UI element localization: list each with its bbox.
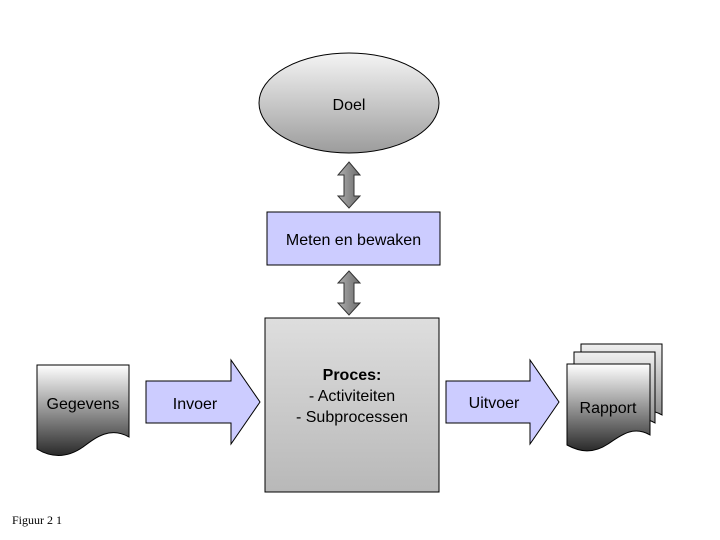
monitor-box: Meten en bewaken — [266, 211, 441, 266]
monitor-label: Meten en bewaken — [286, 232, 421, 249]
process-title: Proces: — [323, 367, 382, 384]
input-document-label: Gegevens — [47, 396, 120, 413]
process-subprocesses: - Subprocessen — [296, 409, 408, 426]
report-document-stack: Rapport — [566, 343, 663, 452]
report-page-front — [566, 363, 651, 452]
process-activities: - Activiteiten — [309, 388, 395, 405]
input-arrow: Invoer — [145, 358, 261, 446]
double-arrow-lower — [336, 270, 362, 316]
input-document: Gegevens — [36, 364, 130, 456]
input-arrow-label: Invoer — [173, 396, 218, 413]
process-box: Proces: - Activiteiten - Subprocessen — [264, 317, 440, 493]
figure-caption: Figuur 2 1 — [12, 513, 63, 527]
report-label: Rapport — [580, 400, 637, 417]
output-arrow: Uitvoer — [445, 358, 560, 446]
goal-label: Doel — [333, 97, 366, 114]
goal-ellipse: Doel — [258, 52, 440, 154]
double-arrow-upper — [336, 161, 362, 209]
output-arrow-label: Uitvoer — [469, 395, 520, 412]
